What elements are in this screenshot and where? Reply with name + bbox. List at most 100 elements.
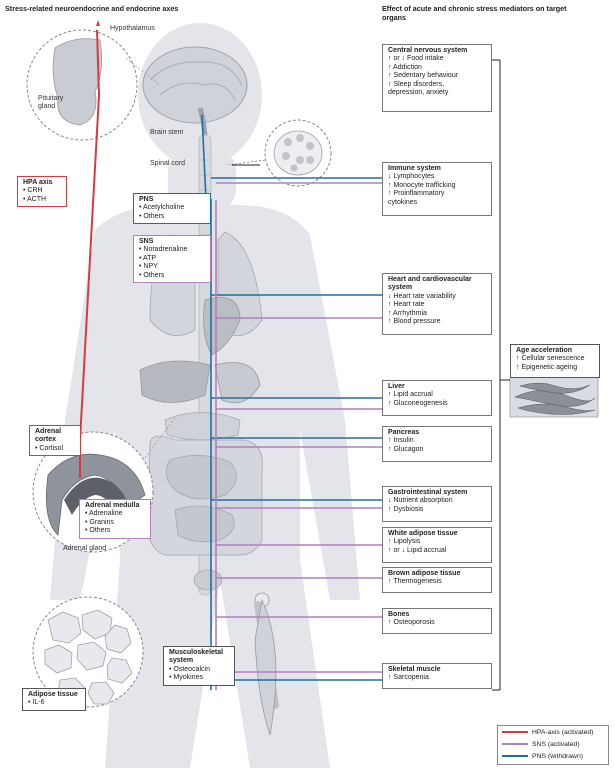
legend: HPA-axis (activated) SNS (activated) PNS… [497, 725, 609, 765]
organ-title: Central nervous system [388, 47, 468, 54]
organ-title: Immune system [388, 165, 441, 172]
adipose-item: • IL-6 [28, 699, 45, 707]
brain-icon [142, 46, 248, 141]
adrenal-medulla-item: • Granins [85, 518, 114, 526]
age-effect: ↑ Epigenetic ageing [516, 363, 578, 371]
organ-title: Liver [388, 383, 405, 390]
organ-liver: Liver ↑ Lipid accrual ↑ Gluconeogenesis [382, 380, 492, 416]
organ-skeletal-muscle: Skeletal muscle ↑ Sarcopenia [382, 663, 492, 689]
legend-item-sns: SNS (activated) [502, 741, 580, 749]
organ-effect: ↑ Heart rate [388, 301, 425, 309]
sns-box: SNS • Noradrenaline • ATP • NPY • Others [133, 235, 211, 284]
pns-title: PNS [139, 196, 154, 203]
adipose-title: Adipose tissue [28, 691, 78, 698]
adrenal-cortex-box: Adrenal cortex • Cortisol [29, 425, 81, 457]
organ-effect: cytokines [388, 198, 418, 206]
organ-effect: ↑ Proinflammatory [388, 190, 445, 198]
hpa-axis-box: HPA axis • CRH • ACTH [17, 176, 67, 208]
sns-pathway [215, 182, 382, 690]
musculoskeletal-title: Musculoskeletal system [169, 649, 224, 665]
organ-title: Heart and cardiovascular system [388, 276, 472, 292]
organ-effect: ↓ Heart rate variability [388, 292, 456, 300]
organ-effect: ↑ Sarcopenia [388, 674, 429, 682]
organ-effect: ↓ Lymphocytes [388, 173, 435, 181]
adipose-inset [32, 596, 144, 708]
adrenal-medulla-item: • Adrenaline [85, 510, 123, 518]
organ-title: Brown adipose tissue [388, 570, 461, 577]
sns-item: • ATP [139, 254, 157, 262]
organ-title: White adipose tissue [388, 530, 458, 537]
organ-effect: ↑ Dysbiosis [388, 505, 424, 513]
adrenal-medulla-title: Adrenal medulla [85, 502, 140, 509]
legend-item-pns: PNS (withdrawn) [502, 753, 583, 761]
organ-title: Gastrointestinal system [388, 489, 468, 496]
organ-cns: Central nervous system ↑ or ↓ Food intak… [382, 44, 492, 112]
pituitary-inset [26, 29, 138, 141]
right-header: Effect of acute and chronic stress media… [382, 4, 567, 22]
organ-effect: ↑ Lipid accrual [388, 391, 433, 399]
spinal-cord-label: Spinal cord [150, 160, 186, 167]
organ-effect: ↑ Addiction [388, 63, 422, 71]
age-title: Age acceleration [516, 347, 573, 354]
pns-box: PNS • Acetylcholine • Others [133, 193, 211, 225]
pns-item: • Acetylcholine [139, 204, 185, 212]
organ-effect: ↑ Blood pressure [388, 318, 441, 326]
heart-icon [203, 297, 241, 356]
musculoskeletal-box: Musculoskeletal system • Osteocalcin • M… [163, 646, 235, 686]
organ-pancreas: Pancreas ↑ Insulin ↑ Glucagon [382, 426, 492, 462]
age-effect: ↑ Cellular senescence [516, 355, 585, 363]
adrenal-cortex-title: Adrenal cortex [35, 428, 62, 444]
sns-title: SNS [139, 238, 154, 245]
hpa-item: • CRH [23, 187, 43, 195]
organ-title: Pancreas [388, 429, 420, 436]
organ-effect: ↑ Lipolysis [388, 538, 421, 546]
organ-effect: ↑ or ↓ Lipid accrual [388, 546, 447, 554]
bracket-lines [232, 59, 510, 691]
organ-heart: Heart and cardiovascular system ↓ Heart … [382, 273, 492, 335]
adrenal-cortex-item: • Cortisol [35, 444, 64, 452]
sns-item: • NPY [139, 263, 158, 271]
muscle-icon [254, 598, 277, 736]
organ-immune: Immune system ↓ Lymphocytes ↑ Monocyte t… [382, 162, 492, 216]
intestine-icon [147, 435, 263, 556]
pituitary-label: Pituitary gland [38, 95, 64, 110]
organ-effect: ↑ Sedentary behaviour [388, 72, 459, 80]
organ-effect: ↑ Sleep disorders, [388, 80, 445, 88]
musculoskeletal-item: • Osteocalcin [169, 665, 210, 673]
organ-title: Skeletal muscle [388, 666, 441, 673]
hypothalamus-label: Hypothalamus [110, 25, 155, 32]
brain-stem-label: Brain stem [150, 129, 184, 136]
hpa-item: • ACTH [23, 195, 47, 203]
sns-item: • Others [139, 271, 165, 279]
liver-icon [139, 360, 211, 403]
organ-gi: Gastrointestinal system ↓ Nutrient absor… [382, 486, 492, 522]
organ-effect: ↑ Insulin [388, 437, 414, 445]
organ-effect: ↑ Monocyte trafficking [388, 181, 456, 189]
adrenal-gland-label: Adrenal gland [63, 545, 107, 552]
organ-white-adipose: White adipose tissue ↑ Lipolysis ↑ or ↓ … [382, 527, 492, 563]
hpa-title: HPA axis [23, 179, 53, 186]
adipose-tissue-box: Adipose tissue • IL-6 [22, 688, 86, 711]
organ-effect: ↑ Osteoporosis [388, 619, 435, 627]
age-acceleration-box: Age acceleration ↑ Cellular senescence ↑… [510, 344, 600, 378]
adrenal-medulla-item: • Others [85, 527, 111, 535]
organ-effect: ↓ Nutrient absorption [388, 497, 453, 505]
adrenal-medulla-box: Adrenal medulla • Adrenaline • Granins •… [79, 499, 151, 539]
lymph-node-inset [264, 119, 332, 187]
pancreas-icon [164, 412, 241, 441]
stomach-icon [214, 362, 261, 404]
organ-effect: ↑ Glucagon [388, 445, 424, 453]
musculoskeletal-item: • Myokines [169, 674, 203, 682]
organ-brown-adipose: Brown adipose tissue ↑ Thermogenesis [382, 567, 492, 593]
organ-bones: Bones ↑ Osteoporosis [382, 608, 492, 634]
left-header: Stress-related neuroendocrine and endocr… [5, 4, 179, 13]
organ-effect: ↑ Thermogenesis [388, 578, 442, 586]
senescent-cells-icon [509, 376, 599, 418]
pns-item: • Others [139, 212, 165, 220]
sns-item: • Noradrenaline [139, 246, 188, 254]
organ-effect: ↑ or ↓ Food intake [388, 55, 444, 63]
organ-effect: depression, anxiety [388, 89, 449, 97]
organ-effect: ↑ Gluconeogenesis [388, 399, 448, 407]
